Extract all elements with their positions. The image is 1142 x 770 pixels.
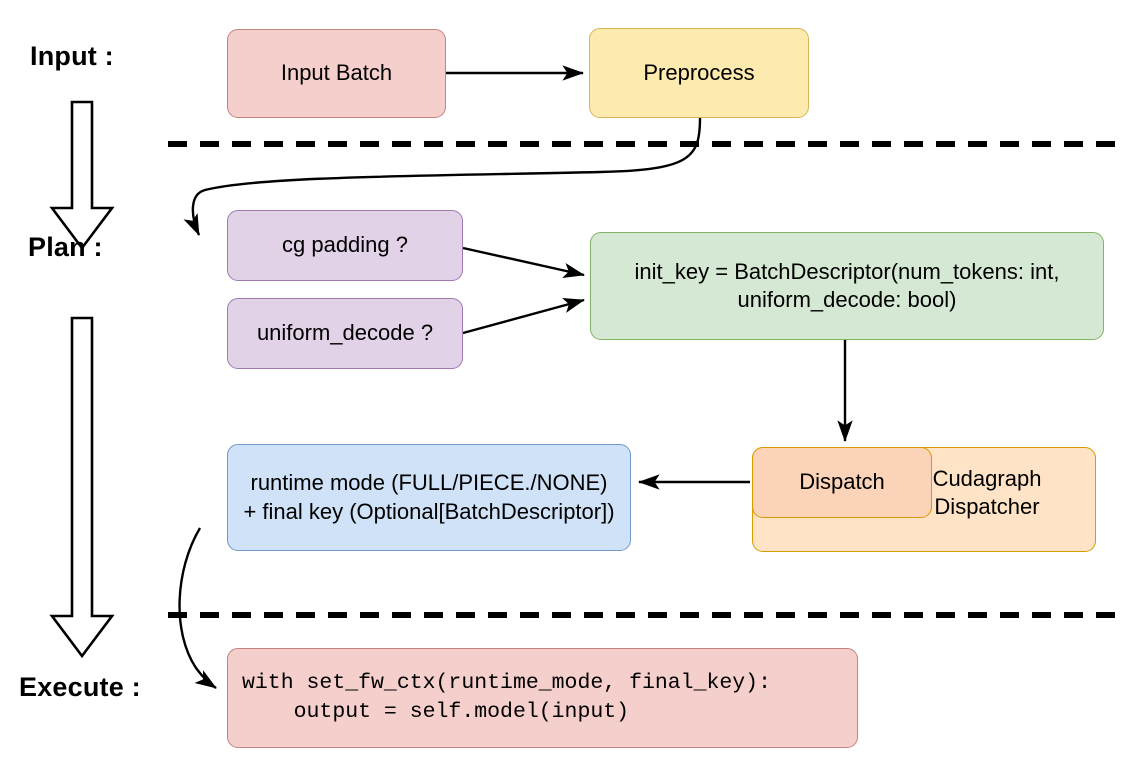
- node-exec-code-line2: output = self.model(input): [242, 700, 630, 724]
- stage-label-plan: Plan :: [28, 232, 103, 262]
- node-uniform-decode[interactable]: uniform_decode ?: [227, 298, 463, 369]
- stage-label-execute: Execute :: [19, 672, 141, 702]
- node-preprocess[interactable]: Preprocess: [589, 28, 809, 118]
- node-cudagraph-dispatcher-text: Cudagraph Dispatcher: [897, 465, 1077, 521]
- node-cg-padding-label: cg padding ?: [282, 232, 408, 258]
- stage-label-input: Input :: [30, 41, 114, 71]
- node-exec-code-line1: with set_fw_ctx(runtime_mode, final_key)…: [242, 671, 771, 696]
- node-cudagraph-dispatcher-line1: Cudagraph: [932, 466, 1042, 491]
- edge-uniform-decode-to-init-key: [462, 298, 585, 335]
- node-dispatch-label: Dispatch: [799, 469, 885, 495]
- node-runtime-mode[interactable]: runtime mode (FULL/PIECE./NONE) + final …: [227, 444, 631, 551]
- node-init-key-batchdescriptor[interactable]: init_key = BatchDescriptor(num_tokens: i…: [590, 232, 1104, 340]
- node-init-key-text: init_key = BatchDescriptor(num_tokens: i…: [635, 258, 1060, 314]
- node-cg-padding[interactable]: cg padding ?: [227, 210, 463, 281]
- node-cudagraph-dispatcher-line2: Dispatcher: [934, 494, 1040, 520]
- node-init-key-line2: uniform_decode: bool): [737, 287, 957, 312]
- node-runtime-mode-line1: runtime mode (FULL/PIECE./NONE): [250, 470, 608, 496]
- node-runtime-mode-line2: + final key (Optional[BatchDescriptor]): [243, 498, 615, 524]
- node-uniform-decode-label: uniform_decode ?: [256, 320, 434, 346]
- edge-cg-padding-to-init-key: [462, 246, 585, 279]
- input-to-plan-arrow: [49, 100, 115, 251]
- node-init-key-line1: init_key = BatchDescriptor(num_tokens: i…: [634, 258, 1060, 284]
- edge-runtime-mode-to-exec-code: [178, 527, 217, 689]
- node-input-batch-label: Input Batch: [280, 60, 393, 86]
- node-exec-code[interactable]: with set_fw_ctx(runtime_mode, final_key)…: [227, 648, 858, 748]
- node-input-batch[interactable]: Input Batch: [227, 29, 446, 118]
- node-dispatch[interactable]: Dispatch: [752, 447, 932, 518]
- node-runtime-mode-text: runtime mode (FULL/PIECE./NONE) + final …: [243, 469, 614, 525]
- plan-to-execute-arrow: [49, 316, 115, 659]
- node-exec-code-text: with set_fw_ctx(runtime_mode, final_key)…: [242, 669, 771, 727]
- node-preprocess-label: Preprocess: [643, 59, 755, 85]
